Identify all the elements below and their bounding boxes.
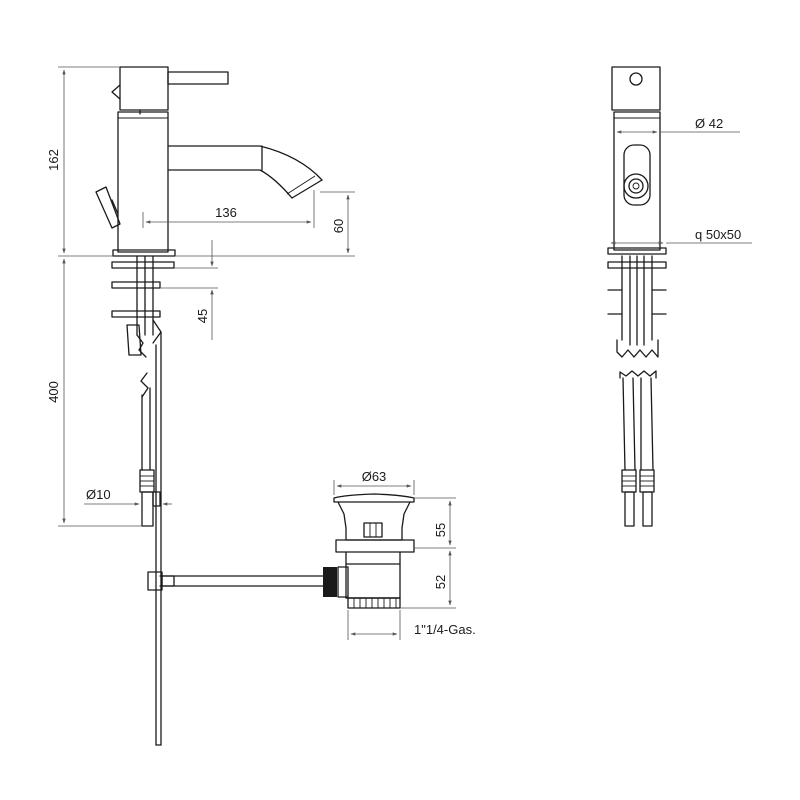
label-thread: 1"1/4-Gas. xyxy=(414,622,476,637)
rods xyxy=(139,331,162,746)
dimension-base: q 50x50 xyxy=(610,227,752,245)
handle-lever xyxy=(111,66,229,115)
linkage-rod xyxy=(147,571,326,591)
front-aerator xyxy=(623,144,651,206)
label-162: 162 xyxy=(46,149,61,171)
spout xyxy=(167,145,323,199)
side-view xyxy=(95,66,415,746)
dimension-136: 136 xyxy=(142,190,315,228)
dimension-thread: 1"1/4-Gas. xyxy=(347,610,476,640)
front-rods xyxy=(619,370,657,527)
dimension-60: 60 xyxy=(176,191,355,257)
dimension-400: 400 xyxy=(46,258,142,527)
front-handle xyxy=(611,66,661,111)
label-diameter-42: Ø 42 xyxy=(695,116,723,131)
label-400: 400 xyxy=(46,381,61,403)
front-mounting xyxy=(607,255,667,358)
dimension-diameter-10: Ø10 xyxy=(84,487,172,506)
dimension-diameter-42: Ø 42 xyxy=(616,116,740,134)
faucet-body xyxy=(112,111,176,257)
dimension-52: 52 xyxy=(400,550,456,609)
drain-waste xyxy=(323,493,415,609)
label-52: 52 xyxy=(433,575,448,589)
label-136: 136 xyxy=(215,205,237,220)
label-45: 45 xyxy=(195,309,210,323)
dimension-162: 162 xyxy=(46,66,120,257)
front-body xyxy=(607,111,667,255)
front-view xyxy=(607,66,667,527)
label-diameter-63: Ø63 xyxy=(362,469,387,484)
label-base: q 50x50 xyxy=(695,227,741,242)
dimension-diameter-63: Ø63 xyxy=(333,469,415,495)
dimension-55: 55 xyxy=(414,497,456,549)
label-diameter-10: Ø10 xyxy=(86,487,111,502)
mounting-hardware xyxy=(111,255,175,358)
label-60: 60 xyxy=(331,219,346,233)
popup-lever xyxy=(95,186,121,229)
label-55: 55 xyxy=(433,523,448,537)
dimension-45: 45 xyxy=(160,240,218,340)
